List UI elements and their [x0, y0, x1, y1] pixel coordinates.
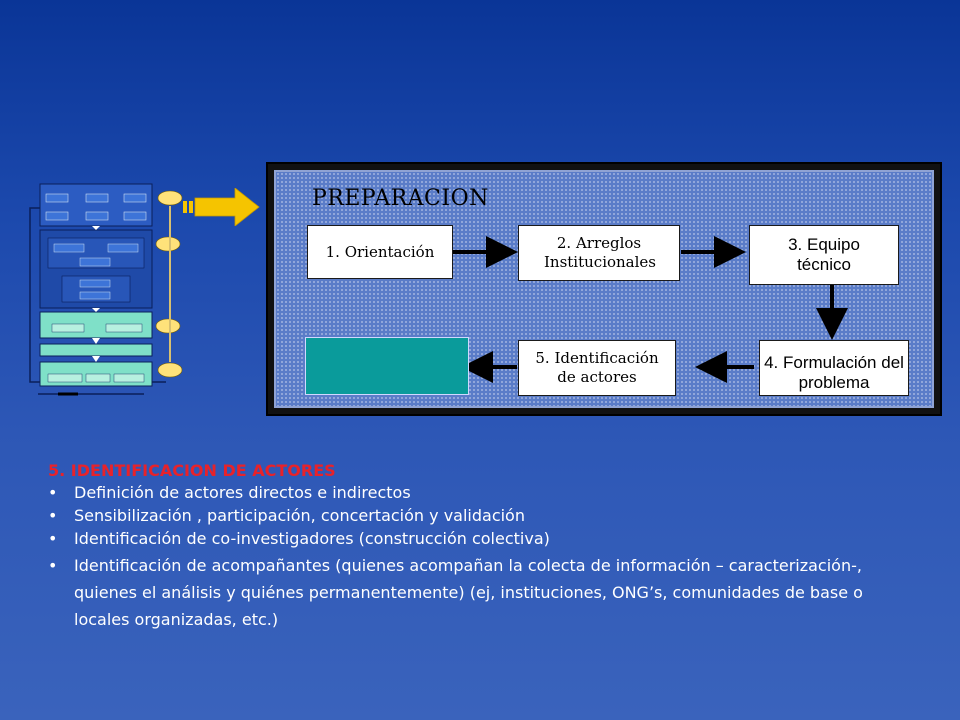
right-arrow-icon — [183, 188, 260, 226]
step-2-label: 2. Arreglos Institucionales — [544, 234, 657, 271]
step-5-label: 5. Identificación de actores — [535, 349, 659, 386]
panel-title: PREPARACION — [312, 186, 489, 211]
bullet-item: Identificación de acompañantes (quienes … — [48, 552, 864, 633]
teal-box — [305, 337, 469, 395]
step-2-box: 2. Arreglos Institucionales — [518, 225, 680, 281]
section-title: 5. IDENTIFICACION DE ACTORES — [48, 461, 336, 480]
step-5-box: 5. Identificación de actores — [518, 340, 676, 396]
preparation-panel-inner: PREPARACION 1. Orientación 2. Arreglos I… — [274, 170, 934, 408]
bullet-item: Sensibilización , participación, concert… — [48, 504, 948, 527]
actors-section: 5. IDENTIFICACION DE ACTORES Definición … — [48, 461, 948, 633]
step-1-box: 1. Orientación — [307, 225, 453, 279]
bullet-list: Definición de actores directos e indirec… — [48, 481, 948, 633]
preparation-panel: PREPARACION 1. Orientación 2. Arreglos I… — [266, 162, 942, 416]
step-4-box: 4. Formulación del problema — [759, 340, 909, 396]
bullet-item: Identificación de co-investigadores (con… — [48, 527, 948, 550]
step-3-box: 3. Equipo técnico — [749, 225, 899, 285]
step-4-label: 4. Formulación del problema — [764, 353, 904, 392]
step-1-label: 1. Orientación — [325, 242, 435, 261]
flow-connectors — [453, 236, 848, 383]
process-diagram-thumbnail — [29, 183, 183, 396]
step-3-label: 3. Equipo técnico — [788, 235, 860, 274]
bullet-item: Definición de actores directos e indirec… — [48, 481, 948, 504]
